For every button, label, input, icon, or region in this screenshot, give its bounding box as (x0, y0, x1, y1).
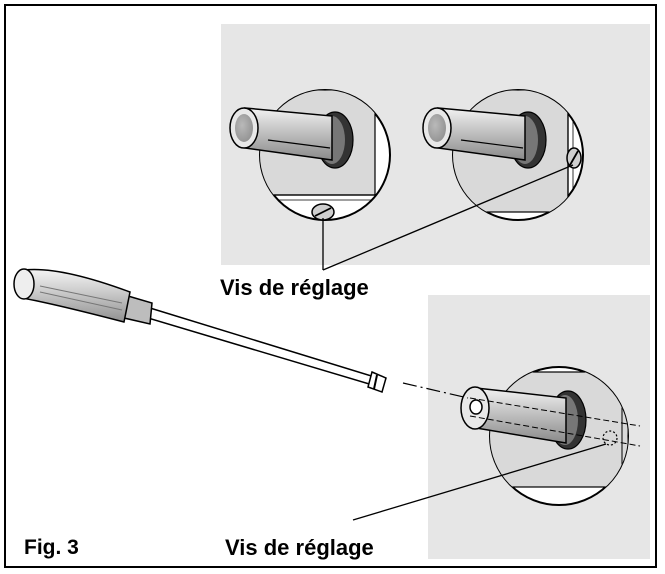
callout-label-bottom: Vis de réglage (225, 535, 374, 560)
magnifier-bottom (460, 366, 641, 506)
figure-number: Fig. 3 (24, 536, 79, 559)
callout-lines-top (322, 164, 574, 271)
callout-label-top: Vis de réglage (220, 275, 369, 300)
screwdriver-icon (13, 268, 387, 393)
alignment-line (402, 382, 469, 399)
hidden-adjustment-screw-icon (602, 430, 618, 446)
callout-line-bottom (352, 443, 607, 521)
adjustment-screw-icon (566, 147, 582, 169)
adjustment-screw-icon (311, 203, 335, 221)
